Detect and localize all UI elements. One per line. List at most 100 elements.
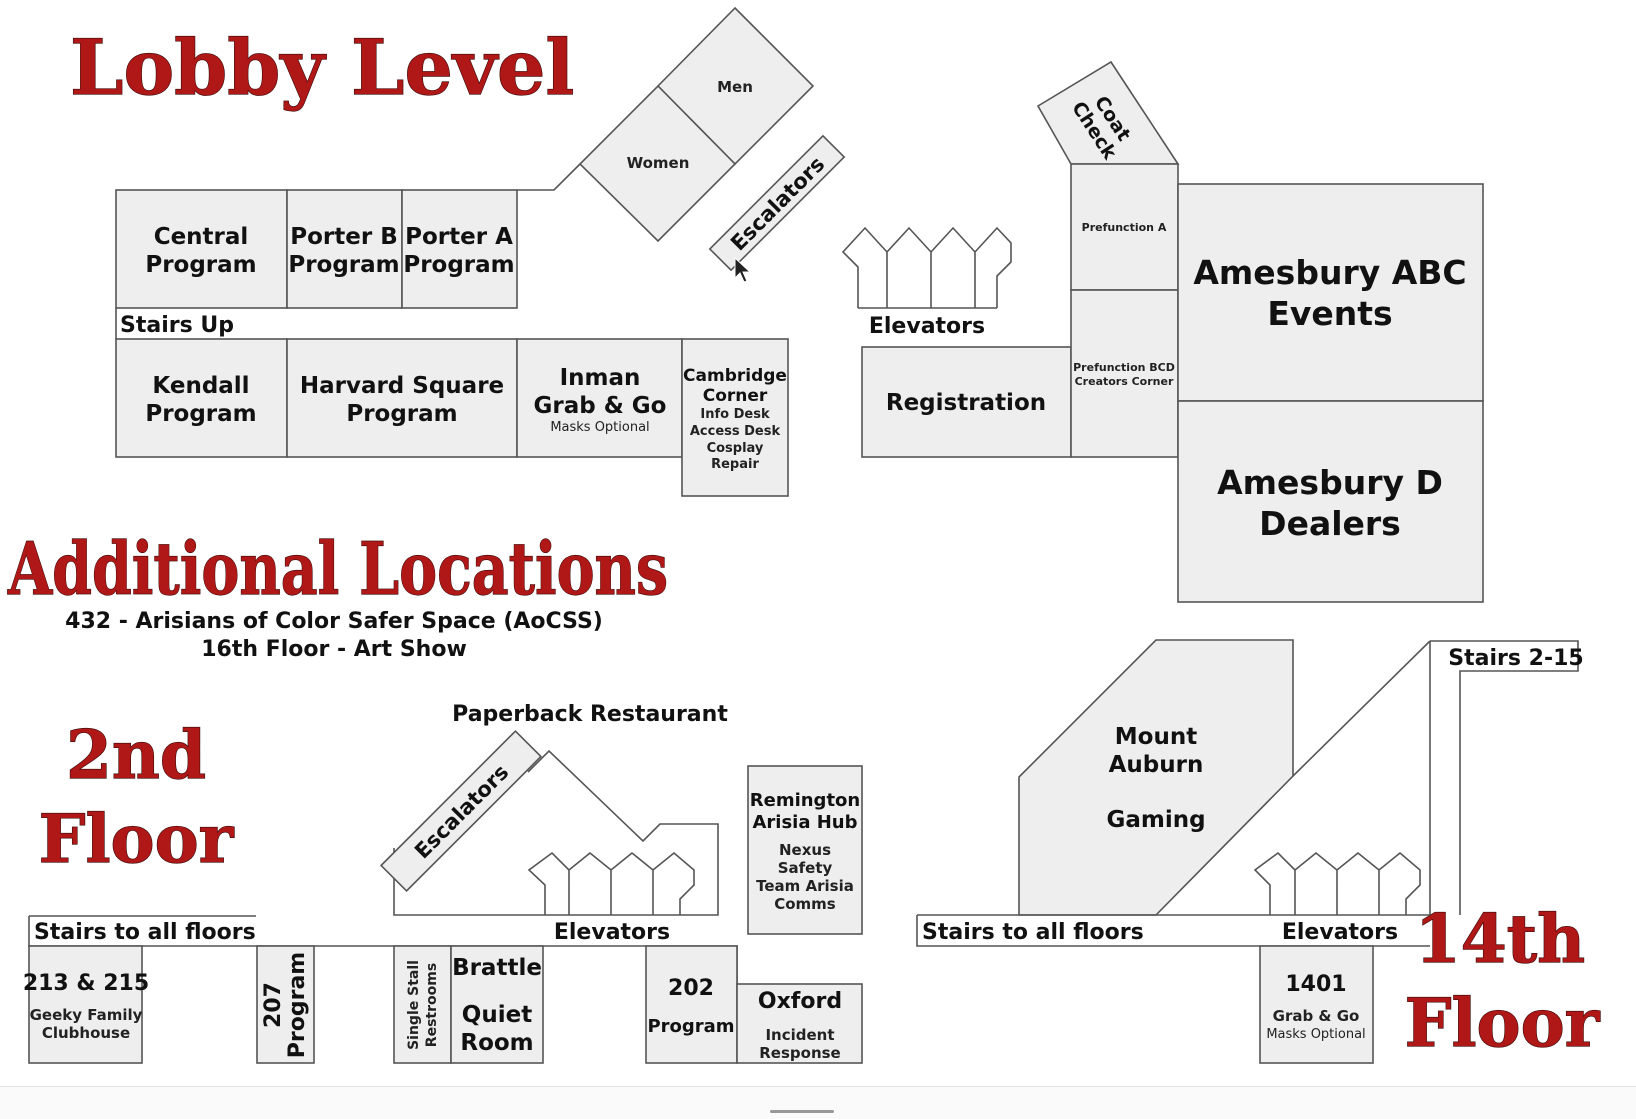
amesbury-abc-label-2: Events bbox=[1267, 294, 1392, 333]
mount-auburn-label-2: Auburn bbox=[1109, 752, 1204, 778]
restrooms-text: Single Stall Restrooms bbox=[406, 960, 440, 1050]
second-floor-escalators[interactable]: Escalators bbox=[379, 729, 543, 893]
oxford-label-3: Response bbox=[759, 1044, 840, 1062]
prefunction-bcd-room[interactable] bbox=[1070, 289, 1179, 458]
room-213-label-3: Clubhouse bbox=[42, 1024, 130, 1042]
room-1401-label-3: Masks Optional bbox=[1266, 1027, 1365, 1042]
room-207-label-2: Program bbox=[285, 952, 310, 1058]
second-floor-elevators-label[interactable]: Elevators bbox=[554, 920, 670, 945]
porter-a-program-room[interactable] bbox=[401, 189, 518, 309]
mouse-cursor-icon bbox=[734, 256, 752, 283]
brattle-label-1: Brattle bbox=[452, 955, 542, 981]
harvard-square-program-room[interactable] bbox=[286, 338, 518, 458]
single-stall-restrooms[interactable] bbox=[393, 945, 452, 1064]
inman-grab-and-go[interactable] bbox=[516, 338, 683, 458]
room-202-program[interactable] bbox=[645, 945, 738, 1064]
room-1401-label-2: Grab & Go bbox=[1273, 1007, 1360, 1025]
paperback-restaurant-outline bbox=[393, 749, 719, 916]
women-restroom[interactable] bbox=[578, 84, 737, 243]
fourteenth-corridor bbox=[916, 915, 1430, 947]
lobby-elevators-label[interactable]: Elevators bbox=[869, 314, 985, 339]
remington-label-1: Remington bbox=[750, 790, 860, 811]
registration-room[interactable] bbox=[861, 346, 1072, 458]
fourteenth-elevators-icon bbox=[1253, 851, 1421, 915]
harvard-label-2: Program bbox=[346, 401, 457, 427]
remington-arisia-hub-room[interactable] bbox=[747, 765, 863, 935]
amesbury-abc-label-1: Amesbury ABC bbox=[1193, 253, 1466, 292]
kendall-label-2: Program bbox=[145, 401, 256, 427]
cambridge-label-1: Cambridge bbox=[683, 366, 787, 386]
fourteenth-stairs-label[interactable]: Stairs to all floors bbox=[922, 920, 1144, 945]
central-program-room[interactable] bbox=[115, 189, 288, 309]
lobby-elevators-icon bbox=[841, 226, 1012, 308]
remington-label-6: Comms bbox=[774, 895, 836, 913]
inman-label-1: Inman bbox=[560, 365, 641, 391]
viewer-bottom-bar bbox=[0, 1086, 1636, 1119]
prefunction-a-room[interactable] bbox=[1070, 163, 1179, 291]
prefunction-a-label: Prefunction A bbox=[1082, 221, 1167, 234]
mount-auburn-label-1: Mount bbox=[1115, 724, 1197, 750]
lobby-level-title: Lobby Level bbox=[70, 23, 574, 112]
brattle-label-2: Quiet bbox=[462, 1002, 532, 1028]
room-202-label-1: 202 bbox=[668, 976, 714, 1001]
restroom-corridor-wall bbox=[517, 163, 581, 191]
room-1401-label-1: 1401 bbox=[1285, 972, 1346, 997]
remington-label-4: Safety bbox=[778, 859, 833, 877]
oxford-incident-response-room[interactable] bbox=[736, 983, 863, 1064]
cambridge-label-2: Corner bbox=[703, 386, 768, 406]
cambridge-corner-room[interactable] bbox=[681, 338, 789, 497]
fourteenth-floor-title-line2: Floor bbox=[1405, 984, 1601, 1062]
brattle-label-3: Room bbox=[460, 1030, 533, 1056]
oxford-label-1: Oxford bbox=[758, 989, 842, 1014]
cambridge-label-3: Info Desk bbox=[700, 407, 770, 422]
cambridge-label-4: Access Desk bbox=[690, 424, 781, 439]
room-213-215[interactable] bbox=[28, 945, 143, 1064]
room-202-label-2: Program bbox=[647, 1016, 734, 1037]
room-207-label-1: 207 bbox=[261, 982, 286, 1028]
amesbury-d-label-1: Amesbury D bbox=[1217, 463, 1443, 502]
additional-locations-title: Additional Locations bbox=[7, 526, 668, 611]
prefunction-bcd-label-1: Prefunction BCD bbox=[1073, 361, 1175, 374]
fourteenth-elevators-label[interactable]: Elevators bbox=[1282, 920, 1398, 945]
second-floor-title-line2: Floor bbox=[39, 800, 235, 878]
central-program-label-1: Central bbox=[154, 224, 249, 250]
cambridge-label-6: Repair bbox=[711, 457, 759, 472]
stairs-2-15-label[interactable]: Stairs 2-15 bbox=[1448, 646, 1583, 671]
paperback-restaurant-label[interactable]: Paperback Restaurant bbox=[452, 702, 728, 727]
second-floor-title-line1: 2nd bbox=[66, 716, 206, 794]
art-show-location: 16th Floor - Art Show bbox=[201, 637, 467, 662]
fourteenth-diagonal-wall bbox=[1292, 640, 1431, 777]
central-program-label-2: Program bbox=[145, 252, 256, 278]
floor-map: Lobby Level Additional Locations 432 - A… bbox=[7, 6, 1601, 1064]
second-floor-elevators-icon bbox=[527, 851, 695, 915]
aocss-location: 432 - Arisians of Color Safer Space (AoC… bbox=[65, 609, 603, 634]
kendall-program-room[interactable] bbox=[115, 338, 288, 458]
prefunction-bcd-label-2: Creators Corner bbox=[1075, 375, 1174, 388]
amesbury-d-dealers-room[interactable] bbox=[1177, 400, 1484, 603]
mount-auburn-label-3: Gaming bbox=[1106, 807, 1205, 833]
room-207-program[interactable] bbox=[256, 945, 315, 1064]
oxford-label-2: Incident bbox=[765, 1026, 834, 1044]
room-213-label-1: 213 & 215 bbox=[23, 971, 149, 996]
cambridge-label-5: Cosplay bbox=[707, 441, 764, 456]
restrooms-label-1: Single Stall bbox=[406, 960, 422, 1050]
porter-b-label-1: Porter B bbox=[290, 224, 397, 250]
inman-label-2: Grab & Go bbox=[534, 393, 667, 419]
restrooms-label-2: Restrooms bbox=[424, 963, 440, 1047]
lobby-escalators-label: Escalators bbox=[726, 152, 829, 255]
stairs-up-label[interactable]: Stairs Up bbox=[120, 313, 234, 338]
second-floor-escalators-label: Escalators bbox=[410, 760, 513, 863]
fourteenth-floor-title-line1: 14th bbox=[1415, 900, 1585, 978]
porter-a-label-1: Porter A bbox=[405, 224, 513, 250]
porter-b-label-2: Program bbox=[288, 252, 399, 278]
kendall-label-1: Kendall bbox=[152, 373, 249, 399]
porter-a-label-2: Program bbox=[403, 252, 514, 278]
room-1401-grab-and-go[interactable] bbox=[1259, 945, 1374, 1064]
second-floor-stairs-label[interactable]: Stairs to all floors bbox=[34, 920, 256, 945]
resize-handle[interactable] bbox=[770, 1110, 834, 1113]
men-label: Men bbox=[717, 78, 753, 96]
brattle-quiet-room[interactable] bbox=[450, 945, 544, 1064]
amesbury-abc-events-room[interactable] bbox=[1177, 183, 1484, 402]
remington-label-2: Arisia Hub bbox=[752, 812, 857, 833]
remington-label-5: Team Arisia bbox=[756, 877, 854, 895]
